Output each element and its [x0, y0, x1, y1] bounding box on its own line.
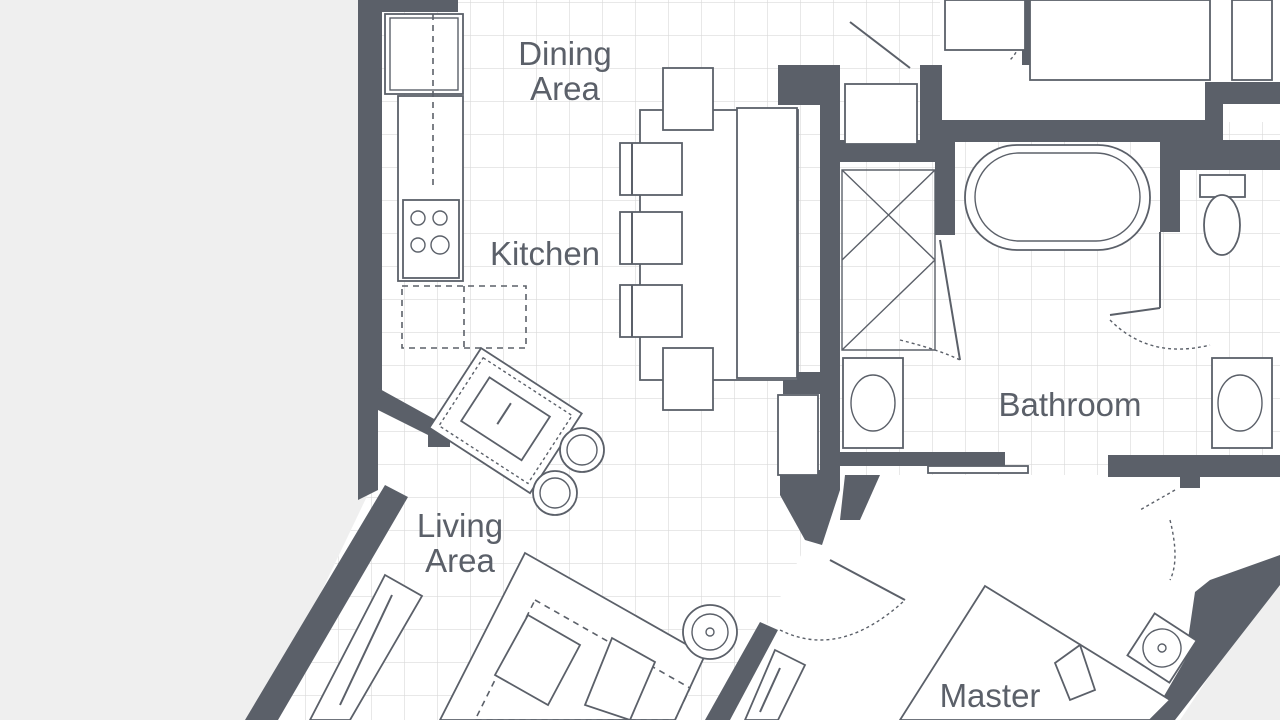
walls: [245, 0, 1280, 720]
room-label-kitchen: Kitchen: [489, 235, 601, 272]
room-label-living: Living Area: [395, 508, 525, 578]
kitchen-counters: [384, 13, 605, 516]
living-furniture: [308, 551, 738, 720]
bathroom-fixtures: [841, 144, 1273, 474]
room-label-dining: Dining Area: [495, 36, 635, 106]
dining-label-line1: Dining: [518, 35, 612, 72]
room-label-master: Master: [939, 677, 1041, 714]
stove-icon: [402, 199, 460, 279]
living-label-line1: Living: [416, 507, 504, 544]
dining-table: [619, 67, 819, 476]
master-bedroom-furniture: [744, 489, 1198, 720]
living-label-line2: Area: [425, 542, 495, 579]
dining-label-line2: Area: [530, 70, 600, 107]
room-label-bathroom: Bathroom: [998, 386, 1142, 423]
